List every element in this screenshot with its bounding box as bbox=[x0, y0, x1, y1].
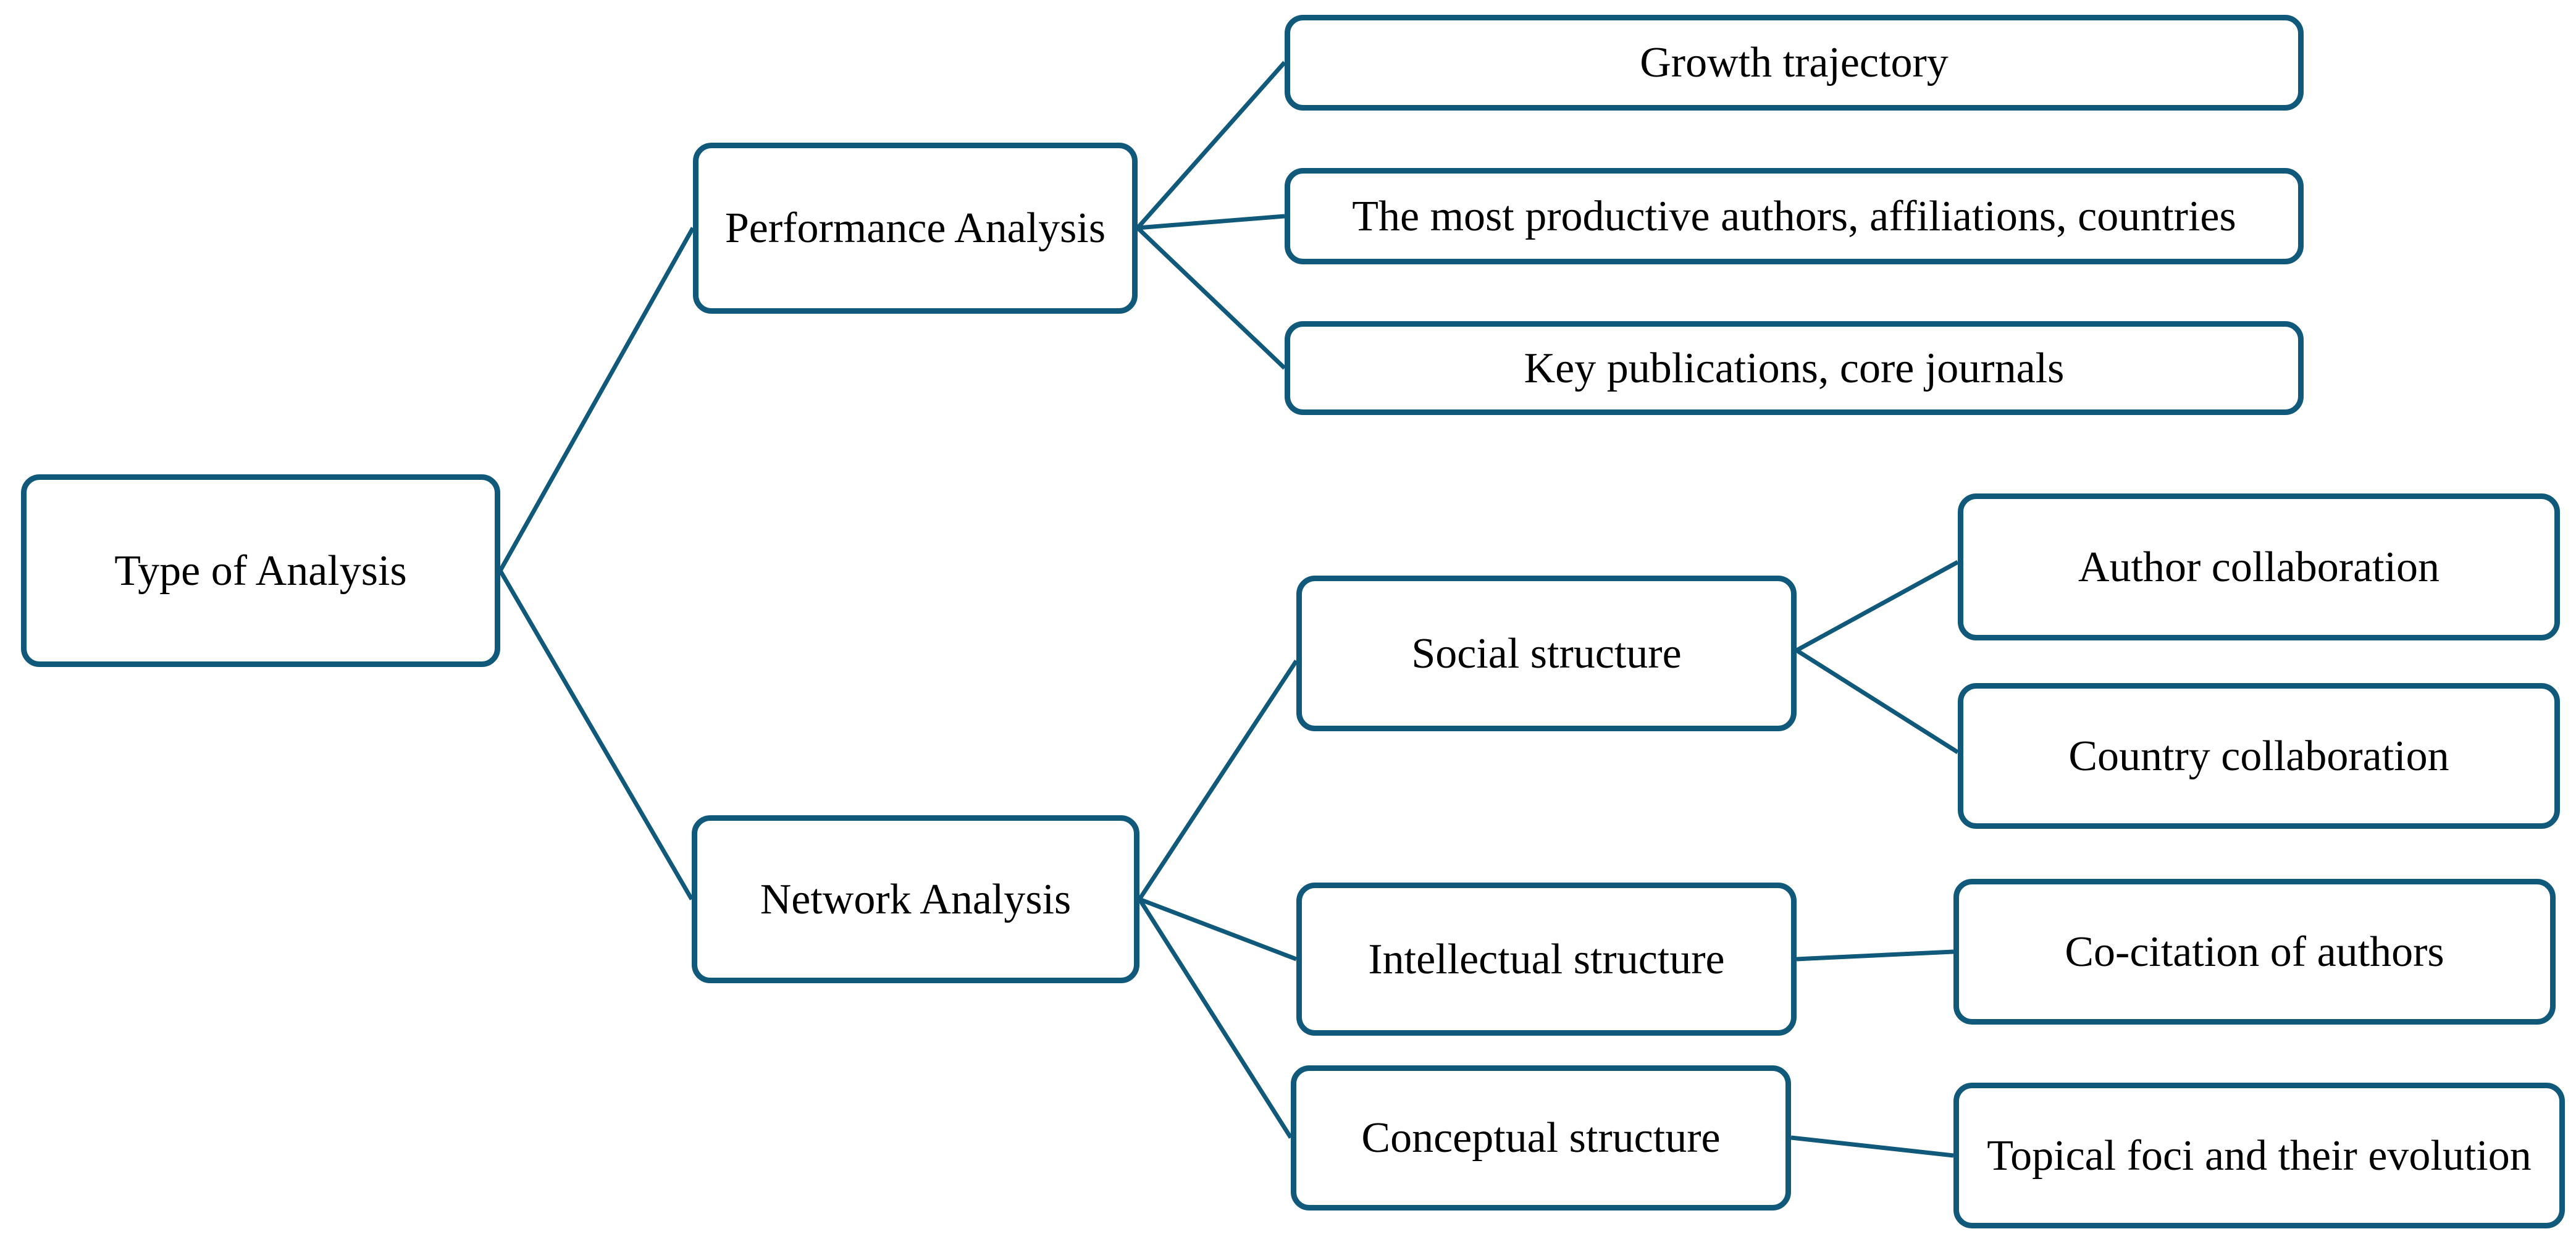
node-author-collaboration: Author collaboration bbox=[1958, 493, 2560, 640]
node-type-of-analysis-label: Type of Analysis bbox=[114, 547, 407, 595]
node-co-citation-label: Co-citation of authors bbox=[2065, 928, 2444, 976]
node-country-collaboration-label: Country collaboration bbox=[2068, 732, 2449, 780]
connector-conceptual-topical bbox=[1790, 1135, 1954, 1158]
node-growth-trajectory: Growth trajectory bbox=[1285, 15, 2304, 111]
node-topical-foci: Topical foci and their evolution bbox=[1953, 1083, 2565, 1228]
node-performance-analysis-label: Performance Analysis bbox=[724, 204, 1106, 252]
node-conceptual-structure: Conceptual structure bbox=[1291, 1065, 1791, 1211]
node-performance-analysis: Performance Analysis bbox=[693, 143, 1138, 314]
node-network-analysis: Network Analysis bbox=[692, 815, 1139, 983]
connector-intellectual-cocitation bbox=[1796, 949, 1954, 962]
node-topical-foci-label: Topical foci and their evolution bbox=[1987, 1131, 2532, 1180]
node-co-citation: Co-citation of authors bbox=[1953, 879, 2556, 1025]
connector-network-conceptual bbox=[1138, 898, 1293, 1139]
node-author-collaboration-label: Author collaboration bbox=[2078, 543, 2440, 591]
node-conceptual-structure-label: Conceptual structure bbox=[1361, 1114, 1721, 1162]
connector-network-intellectual bbox=[1138, 897, 1298, 962]
node-intellectual-structure: Intellectual structure bbox=[1296, 883, 1797, 1036]
node-social-structure-label: Social structure bbox=[1411, 629, 1682, 678]
node-country-collaboration: Country collaboration bbox=[1958, 683, 2560, 829]
connector-root-performance bbox=[498, 227, 695, 572]
node-most-productive-label: The most productive authors, affiliation… bbox=[1352, 192, 2236, 240]
node-key-publications-label: Key publications, core journals bbox=[1524, 344, 2065, 392]
node-social-structure: Social structure bbox=[1296, 576, 1797, 731]
node-key-publications: Key publications, core journals bbox=[1285, 321, 2304, 415]
node-most-productive: The most productive authors, affiliation… bbox=[1285, 168, 2304, 264]
connector-network-social bbox=[1138, 660, 1298, 900]
node-growth-trajectory-label: Growth trajectory bbox=[1640, 39, 1949, 86]
connector-performance-keypubs bbox=[1136, 226, 1286, 370]
connector-performance-growth bbox=[1136, 61, 1286, 230]
connector-social-authorcollab bbox=[1795, 560, 1959, 653]
node-network-analysis-label: Network Analysis bbox=[760, 875, 1072, 923]
node-intellectual-structure-label: Intellectual structure bbox=[1368, 935, 1725, 983]
connector-root-network bbox=[498, 569, 694, 900]
connector-performance-productive bbox=[1137, 214, 1285, 230]
connector-social-countrycollab bbox=[1795, 648, 1959, 754]
node-type-of-analysis: Type of Analysis bbox=[21, 474, 500, 667]
